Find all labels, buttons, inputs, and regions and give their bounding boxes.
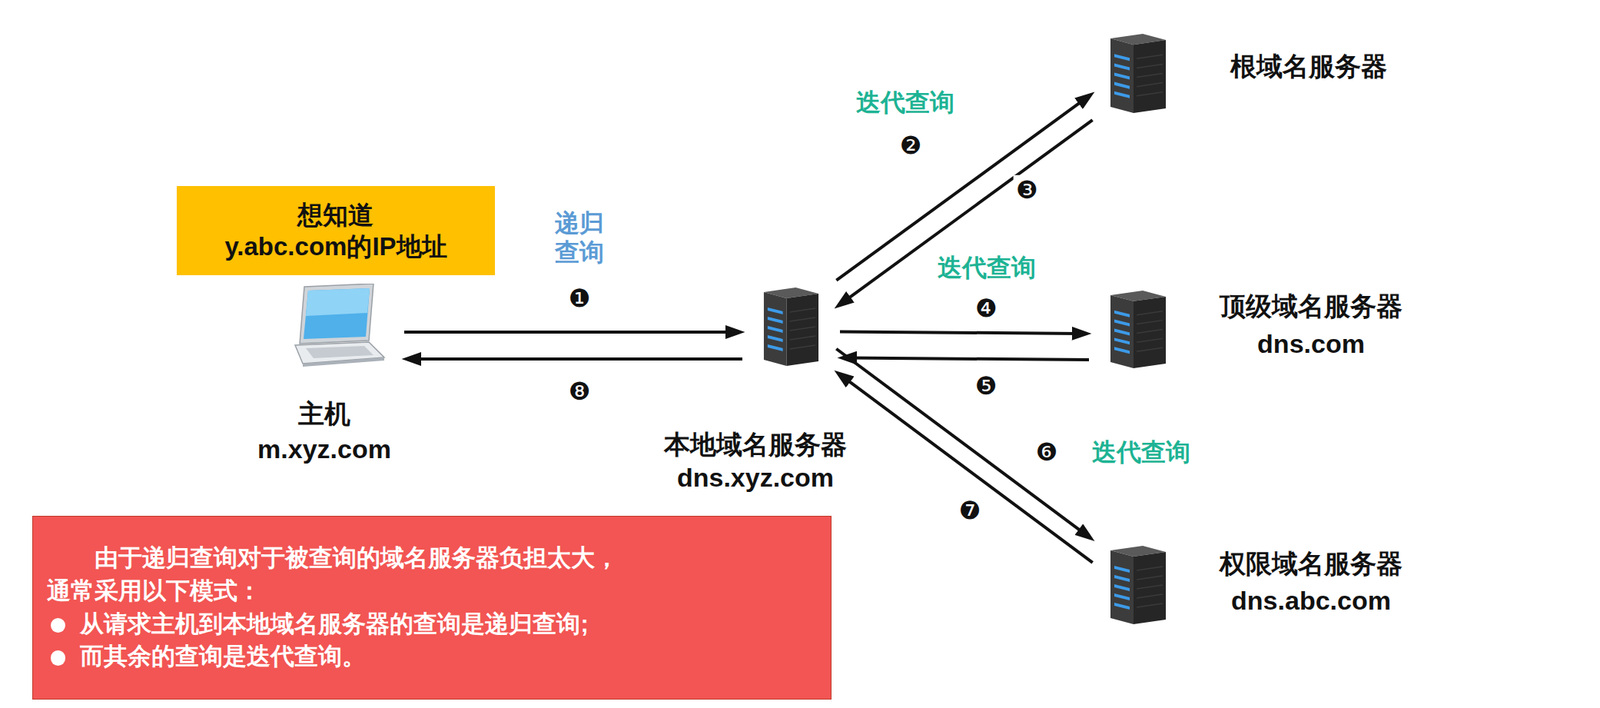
icon-part <box>767 307 784 315</box>
icon-part <box>786 293 819 366</box>
question-callout: 想知道 y.abc.com的IP地址 <box>176 185 495 276</box>
query-arrow <box>404 330 734 334</box>
icon-part <box>1133 39 1166 113</box>
node-subtitle: m.xyz.com <box>257 432 392 466</box>
query-arrow <box>836 348 1086 535</box>
icon-part <box>1114 584 1130 591</box>
icon-part <box>1114 63 1130 70</box>
icon-part <box>763 292 787 366</box>
icon-part <box>1136 320 1163 325</box>
node-subtitle: 而其余的查询是迭代查询。 <box>46 640 366 674</box>
node-subtitle: dns.abc.com <box>1231 584 1391 618</box>
dns-server: 顶级域名服务器dns.com <box>1107 288 1169 370</box>
icon-part <box>1114 319 1130 327</box>
icon-part <box>1110 295 1134 369</box>
icon-part <box>767 316 784 324</box>
node-title: 主机 <box>298 397 351 431</box>
step-number: ❽ <box>566 376 594 406</box>
node-title: 本地域名服务器 <box>663 428 847 462</box>
icon-part <box>1133 551 1166 625</box>
dns-server: 权限域名服务器dns.abc.com <box>1107 544 1169 626</box>
query-type-label: 递归 查询 <box>552 208 607 268</box>
icon-part <box>1114 91 1130 99</box>
icon-part <box>305 345 374 359</box>
step-number: ❻ <box>1033 437 1061 467</box>
query-arrow <box>843 377 1093 563</box>
step-number: ❷ <box>897 130 925 160</box>
query-arrow <box>413 357 743 361</box>
note-box: 由于递归查询对于被查询的域名服务器负担太大， 通常采用以下模式：从请求主机到本地… <box>32 515 832 700</box>
icon-part <box>1136 566 1163 571</box>
icon-part <box>1136 338 1163 342</box>
step-number: ❺ <box>972 371 1000 401</box>
server-icon <box>760 285 822 368</box>
host-computer: 主机m.xyz.com <box>287 283 386 370</box>
icon-part <box>1136 594 1163 598</box>
icon-part <box>1136 82 1163 87</box>
icon-part <box>1136 603 1163 608</box>
icon-part <box>790 317 817 322</box>
icon-part <box>1114 565 1130 573</box>
icon-part <box>1114 574 1130 582</box>
icon-part <box>1136 63 1163 68</box>
icon-part <box>299 283 374 344</box>
icon-part <box>790 345 817 349</box>
icon-part <box>303 288 370 339</box>
laptop-icon <box>287 283 386 370</box>
icon-part <box>1136 584 1163 589</box>
node-title: 顶级域名服务器 <box>1219 289 1403 323</box>
query-arrow <box>839 331 1080 333</box>
icon-part <box>1136 92 1163 97</box>
query-type-label: 迭代查询 <box>1089 437 1193 467</box>
icon-part <box>1136 73 1163 78</box>
icon-part <box>1114 82 1130 90</box>
step-number: ❼ <box>956 495 984 525</box>
node-title: 由于递归查询对于被查询的域名服务器负担太大， 通常采用以下模式： <box>46 541 619 608</box>
server-icon <box>1107 32 1169 115</box>
server-icon <box>1107 288 1169 370</box>
icon-part <box>767 344 784 352</box>
icon-part <box>1136 347 1163 352</box>
icon-part <box>1114 310 1130 318</box>
dns-server: 本地域名服务器dns.xyz.com <box>760 285 822 368</box>
icon-part <box>1114 593 1130 601</box>
icon-part <box>1110 550 1134 625</box>
icon-part <box>1136 575 1163 580</box>
node-title: 权限域名服务器 <box>1219 547 1403 581</box>
icon-part <box>1136 311 1163 316</box>
node-title: 想知道 y.abc.com的IP地址 <box>224 199 447 263</box>
node-subtitle: 从请求主机到本地域名服务器的查询是递归查询; <box>46 607 589 641</box>
icon-part <box>1114 602 1130 610</box>
icon-part <box>305 288 370 316</box>
icon-part <box>1114 53 1130 61</box>
icon-part <box>767 325 784 333</box>
icon-part <box>1110 38 1134 113</box>
icon-part <box>1136 54 1163 59</box>
step-number: ❹ <box>972 293 1000 323</box>
icon-part <box>790 308 817 313</box>
icon-part <box>767 335 784 342</box>
icon-part <box>1133 296 1166 369</box>
icon-part <box>1136 329 1163 334</box>
icon-part <box>1114 72 1130 80</box>
node-title: 根域名服务器 <box>1230 49 1388 83</box>
step-number: ❶ <box>566 283 594 313</box>
dns-server: 根域名服务器 <box>1107 32 1169 115</box>
query-type-label: 迭代查询 <box>935 252 1039 283</box>
node-subtitle: dns.com <box>1257 327 1365 361</box>
node-subtitle: dns.xyz.com <box>677 461 834 495</box>
step-number: ❸ <box>1013 175 1041 205</box>
icon-part <box>790 326 817 331</box>
icon-part <box>1114 346 1130 354</box>
icon-part <box>1114 337 1130 345</box>
server-icon <box>1107 544 1169 626</box>
query-arrow <box>849 358 1089 360</box>
query-type-label: 迭代查询 <box>853 87 957 117</box>
query-arrow <box>843 119 1093 302</box>
icon-part <box>790 335 817 340</box>
icon-part <box>302 357 385 367</box>
icon-part <box>1114 328 1130 336</box>
